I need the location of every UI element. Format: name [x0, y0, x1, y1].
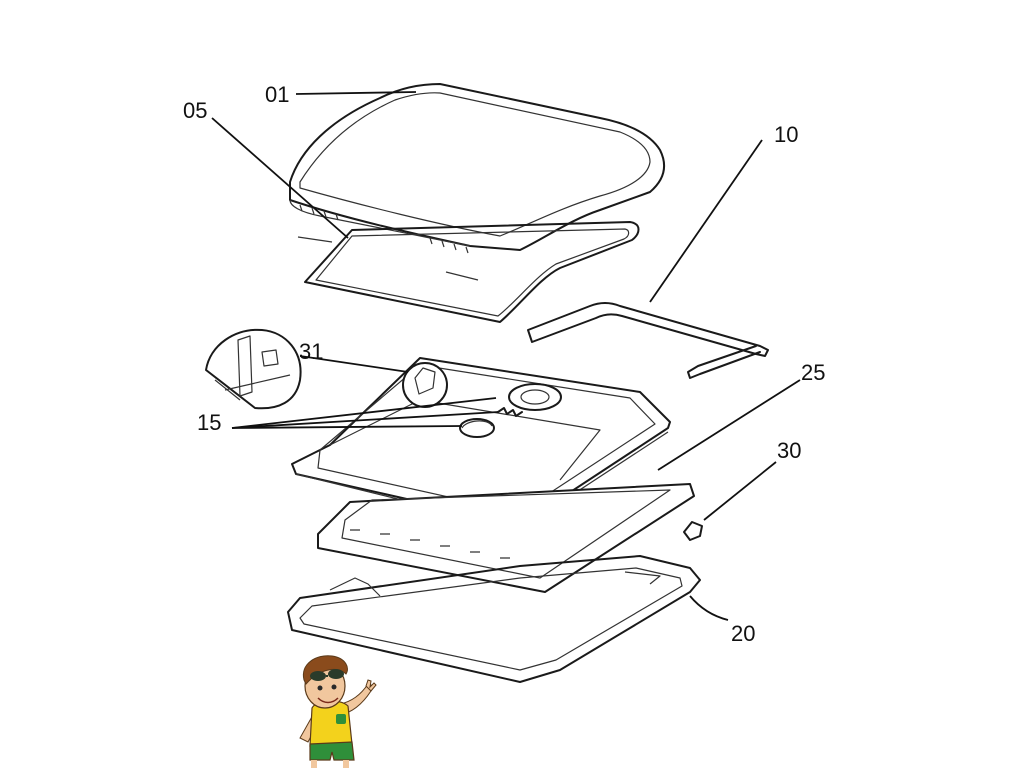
mascot-boy-icon: [299, 655, 377, 768]
callout-20: 20: [731, 621, 755, 646]
lid-vent-slots: [299, 204, 469, 254]
part-05-gasket-frame: [297, 221, 640, 323]
callout-labels: 01 05 10 31 15 25 30 20: [183, 82, 825, 646]
callout-31: 31: [299, 339, 323, 364]
callout-01: 01: [265, 82, 289, 107]
part-31-latch-closeup: [205, 328, 302, 410]
callout-30: 30: [777, 438, 801, 463]
part-10-support-arm: [527, 302, 769, 379]
part-01-dome-lid: [289, 83, 666, 254]
callout-25: 25: [801, 360, 825, 385]
part-20-outer-trim-frame: [287, 555, 701, 683]
leader-lines: [211, 91, 801, 621]
crank-spring: [497, 407, 523, 417]
callout-10: 10: [774, 122, 798, 147]
leader-20: [689, 595, 729, 621]
leader-01: [295, 91, 417, 95]
leader-31: [299, 355, 409, 373]
leader-05: [211, 117, 349, 239]
leader-30: [703, 461, 777, 521]
callout-15: 15: [197, 410, 221, 435]
latch-detail-inset: [402, 362, 448, 408]
part-25-inner-frame-plate: [317, 483, 695, 593]
leader-15a: [231, 397, 497, 429]
callout-05: 05: [183, 98, 207, 123]
leader-15b: [231, 411, 499, 429]
leader-25: [657, 379, 801, 471]
leader-15c: [231, 425, 463, 429]
part-25-hatch-frame: [291, 357, 671, 527]
part-30-clip: [683, 521, 703, 541]
leader-10: [649, 139, 763, 303]
crank-knob: [459, 418, 495, 438]
crank-housing: [508, 383, 562, 411]
